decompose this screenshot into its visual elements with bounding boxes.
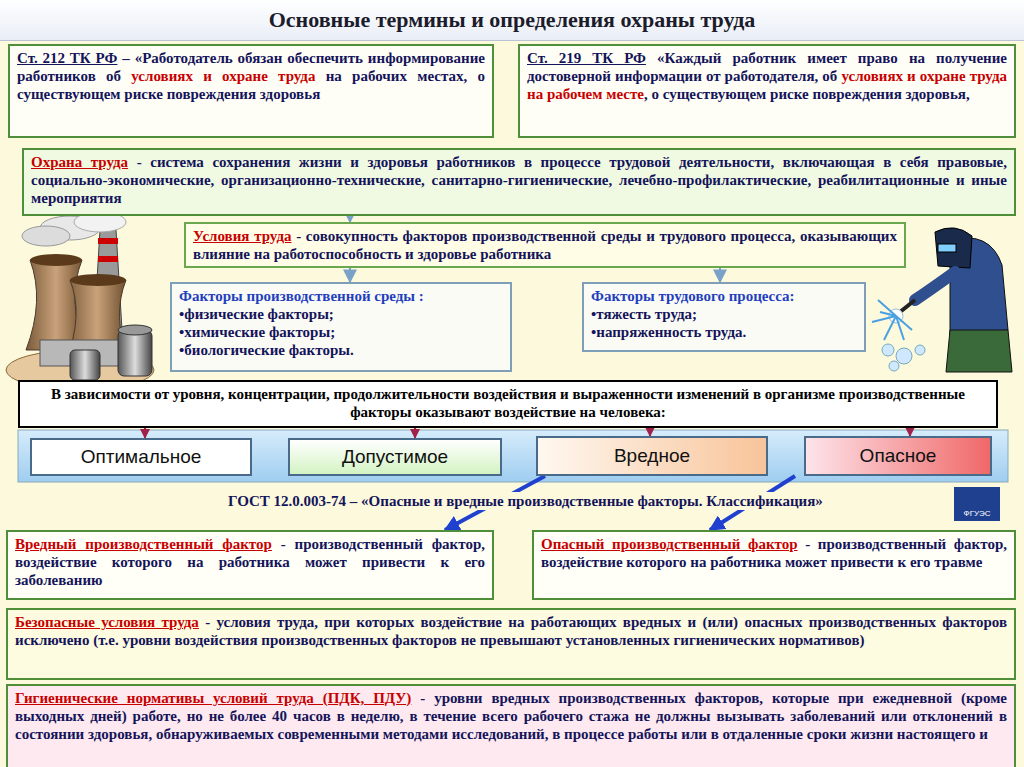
term-heading: Условия труда (193, 228, 291, 244)
definition-box: Охрана труда - система сохранения жизни … (22, 148, 1016, 216)
title: Основные термины и определения охраны тр… (269, 7, 756, 33)
paragraph: Опасный производственный фактор - произв… (541, 535, 1007, 571)
connector-arrow (349, 268, 351, 282)
definition-box: Опасный производственный фактор - произв… (532, 530, 1016, 600)
term-text: Оптимальное (81, 445, 202, 469)
definition-box: В зависимости от уровня, концентрации, п… (18, 380, 998, 428)
paragraph: В зависимости от уровня, концентрации, п… (27, 385, 989, 421)
term-text: •химические факторы; (179, 323, 503, 341)
term-heading: Ст. 212 ТК РФ (17, 50, 117, 66)
term-heading: Ст. 219 ТК РФ (527, 50, 646, 66)
term-text: •напряженность труда. (591, 323, 857, 341)
term-text: - система сохранения жизни и здоровья ра… (31, 154, 1007, 206)
paragraph: Гигиенические нормативы условий труда (П… (15, 689, 1007, 743)
definition-box: Опасное (804, 436, 992, 476)
term-text: , о существующем риске повреждения здоро… (644, 86, 970, 102)
standard-note: ГОСТ 12.0.003-74 – «Опасные и вредные пр… (225, 492, 826, 510)
term-text: •физические факторы; (179, 305, 503, 323)
term-text: Допустимое (342, 445, 448, 469)
definition-box: Условия труда - совокупность факторов пр… (184, 222, 906, 268)
logo: ФГУЭС (954, 487, 1000, 521)
connector-arrow (909, 428, 911, 436)
definition-box: Безопасные условия труда - условия труда… (6, 608, 1016, 680)
term-text: Вредное (614, 444, 690, 468)
definition-box: Факторы производственной среды :•физичес… (170, 282, 512, 372)
term-heading: Охрана труда (31, 154, 128, 170)
term-text: - совокупность факторов производственной… (193, 228, 897, 262)
connector-arrow (414, 428, 416, 438)
connector-arrow (719, 268, 721, 282)
paragraph: Охрана труда - система сохранения жизни … (31, 153, 1007, 207)
level-band (18, 430, 1008, 482)
definition-box: Вредный производственный фактор - произв… (6, 530, 494, 600)
definition-box: Ст. 212 ТК РФ – «Работодатель обязан обе… (8, 44, 494, 138)
factory-picture (6, 212, 154, 390)
term-heading: Гигиенические нормативы условий труда (П… (15, 690, 411, 706)
connector-arrow (144, 428, 146, 438)
title-bar: Основные термины и определения охраны тр… (0, 0, 1024, 41)
definition-box: Допустимое (288, 438, 502, 476)
paragraph: Вредный производственный фактор - произв… (15, 535, 485, 589)
term-text: •тяжесть труда; (591, 305, 857, 323)
definition-box: Факторы трудового процесса:•тяжесть труд… (582, 282, 866, 352)
paragraph: Безопасные условия труда - условия труда… (15, 613, 1007, 649)
term-heading: Факторы производственной среды : (179, 287, 503, 305)
term-text: Опасное (860, 444, 937, 468)
term-heading: Опасный производственный фактор (541, 536, 798, 552)
term-heading: Вредный производственный фактор (15, 536, 272, 552)
definition-box: Вредное (536, 436, 768, 476)
term-text: В зависимости от уровня, концентрации, п… (51, 386, 965, 420)
connector-arrow (649, 428, 651, 436)
term-text: •биологические факторы. (179, 341, 503, 359)
paragraph: Ст. 219 ТК РФ «Каждый работник имеет пра… (527, 49, 1007, 103)
term-heading: Безопасные условия труда (15, 614, 199, 630)
term-text: условиях и охране труда (131, 68, 315, 84)
definition-box: Оптимальное (30, 438, 252, 476)
paragraph: Условия труда - совокупность факторов пр… (193, 227, 897, 263)
term-heading: Факторы трудового процесса: (591, 287, 857, 305)
definition-box: Гигиенические нормативы условий труда (П… (6, 684, 1016, 767)
paragraph: Ст. 212 ТК РФ – «Работодатель обязан обе… (17, 49, 485, 103)
definition-box: Ст. 219 ТК РФ «Каждый работник имеет пра… (518, 44, 1016, 138)
